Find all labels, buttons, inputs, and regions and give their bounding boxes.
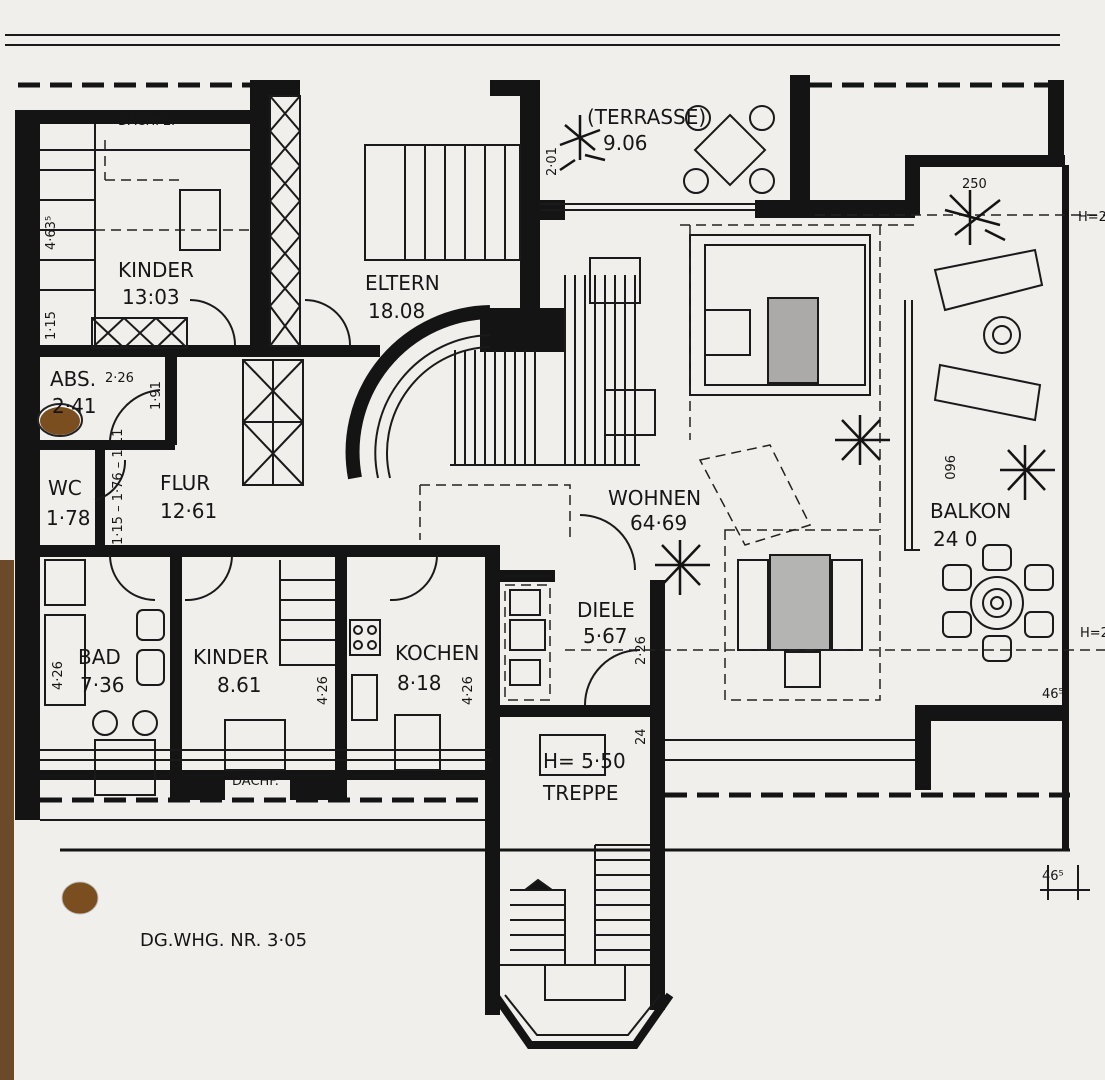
treppe-height: H= 5·50 [543, 749, 626, 773]
height-mark-1: H=2. [1078, 210, 1105, 225]
dim-463: 4·63⁵ [44, 216, 59, 250]
room-area-eltern: 18.08 [368, 299, 425, 323]
room-name-diele: DIELE [577, 598, 635, 622]
dim-kinder: 4·26 [316, 676, 331, 705]
dim-201: 2·01 [545, 147, 560, 176]
room-name-abs: ABS. [50, 367, 96, 391]
room-area-wohnen: 64·69 [630, 511, 687, 535]
room-area-kinder-1: 13:03 [122, 285, 180, 309]
room-name-flur: FLUR [160, 471, 210, 495]
dim-flur: 1·15 – 1·76 – 1·11 [111, 429, 126, 545]
room-name-bad: BAD [78, 645, 121, 669]
room-name-treppe: TREPPE [542, 781, 619, 805]
dimension-labels: DACHFE. DACHF. 2·26 4·63⁵ 1·15 1·91 1·15… [44, 114, 1105, 884]
walls [15, 75, 1069, 1015]
room-area-flur: 12·61 [160, 499, 217, 523]
room-area-abs: 2·41 [52, 394, 97, 418]
room-name-wc: WC [48, 476, 82, 500]
punch-hole [61, 881, 99, 915]
room-name-kinder-2: KINDER [193, 645, 269, 669]
room-name-eltern: ELTERN [365, 271, 440, 295]
dim-191: 1·91 [149, 381, 164, 410]
dachf-label: DACHF. [232, 774, 279, 789]
room-name-balkon: BALKON [930, 499, 1011, 523]
room-area-bad: 7·36 [80, 673, 125, 697]
room-labels: KINDER 13:03 ELTERN 18.08 (TERRASSE) 9.0… [46, 105, 1011, 805]
dim-465-b: 46⁵ [1042, 869, 1064, 884]
table-edge [0, 560, 14, 1080]
room-area-balkon: 24 0 [933, 527, 978, 551]
abs-width-dim: 2·26 [105, 371, 134, 386]
room-area-wc: 1·78 [46, 506, 91, 530]
room-area-diele: 5·67 [583, 624, 628, 648]
dim-465-a: 46⁵ [1042, 687, 1064, 702]
dim-250: 250 [962, 177, 987, 192]
dachfe-label: DACHFE. [118, 114, 175, 129]
room-area-terrasse: 9.06 [603, 131, 648, 155]
height-mark-2: H=2 [1080, 626, 1105, 641]
dim-115: 1·15 [44, 311, 59, 340]
dim-kochen: 4·26 [461, 676, 476, 705]
furniture [40, 105, 1105, 1049]
apartment-number: DG.WHG. NR. 3·05 [140, 930, 307, 951]
dim-24: 24 [634, 728, 649, 745]
room-area-kinder-2: 8.61 [217, 673, 262, 697]
curved-wall [345, 305, 491, 480]
room-name-wohnen: WOHNEN [608, 486, 701, 510]
room-name-kinder-1: KINDER [118, 258, 194, 282]
room-name-terrasse: (TERRASSE) [587, 105, 706, 129]
shelf-hatching [91, 95, 304, 486]
dim-960: 960 [941, 455, 956, 480]
room-area-kochen: 8·18 [397, 671, 442, 695]
dim-bad: 4·26 [51, 661, 66, 690]
room-name-kochen: KOCHEN [395, 641, 479, 665]
plant-symbols [559, 115, 1055, 595]
dim-diele: 2·26 [634, 636, 649, 665]
